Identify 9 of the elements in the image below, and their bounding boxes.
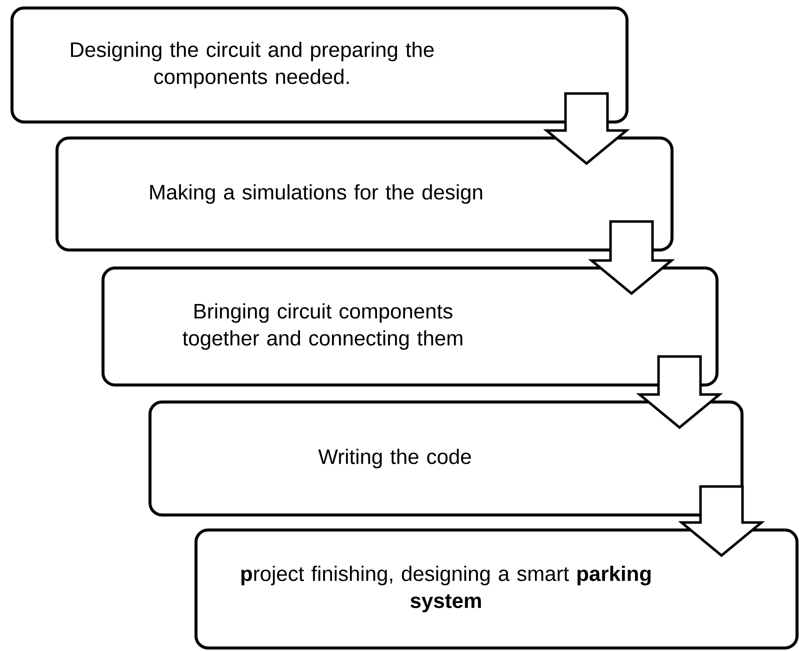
- block-arrow: [678, 485, 765, 558]
- process-box: Writing the code: [148, 400, 744, 516]
- block-arrow: [588, 220, 675, 296]
- block-arrow: [543, 92, 630, 166]
- process-box: Designing the circuit and preparing the components needed.: [10, 6, 628, 124]
- process-box: Making a simulations for the design: [56, 136, 674, 252]
- block-arrow: [636, 355, 723, 430]
- process-box: Bringing circuit components together and connecting them: [102, 266, 718, 386]
- process-box: project finishing, designing a smart parking system: [194, 528, 798, 650]
